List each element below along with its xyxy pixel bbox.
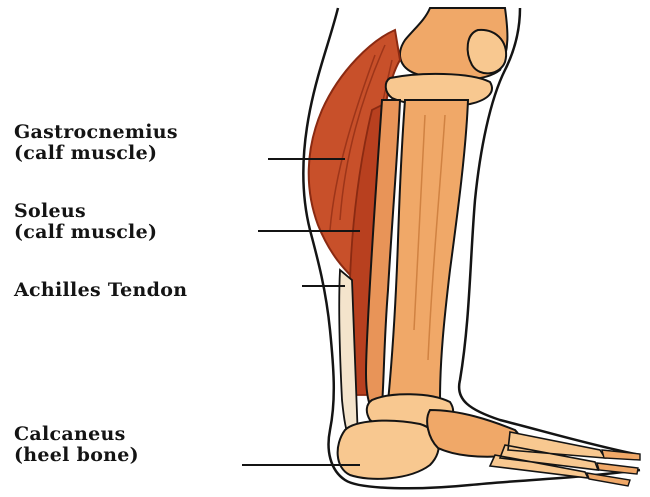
- label-calcaneus-note: (heel bone): [14, 445, 139, 466]
- label-gastrocnemius-note: (calf muscle): [14, 143, 178, 164]
- label-soleus: Soleus (calf muscle): [14, 201, 157, 243]
- label-soleus-note: (calf muscle): [14, 222, 157, 243]
- label-calcaneus-name: Calcaneus: [14, 424, 139, 445]
- label-gastrocnemius: Gastrocnemius (calf muscle): [14, 122, 178, 164]
- label-soleus-name: Soleus: [14, 201, 157, 222]
- label-achilles-name: Achilles Tendon: [14, 280, 187, 301]
- calcaneus-bone: [338, 421, 439, 479]
- label-calcaneus: Calcaneus (heel bone): [14, 424, 139, 466]
- label-gastrocnemius-name: Gastrocnemius: [14, 122, 178, 143]
- label-achilles-tendon: Achilles Tendon: [14, 280, 187, 301]
